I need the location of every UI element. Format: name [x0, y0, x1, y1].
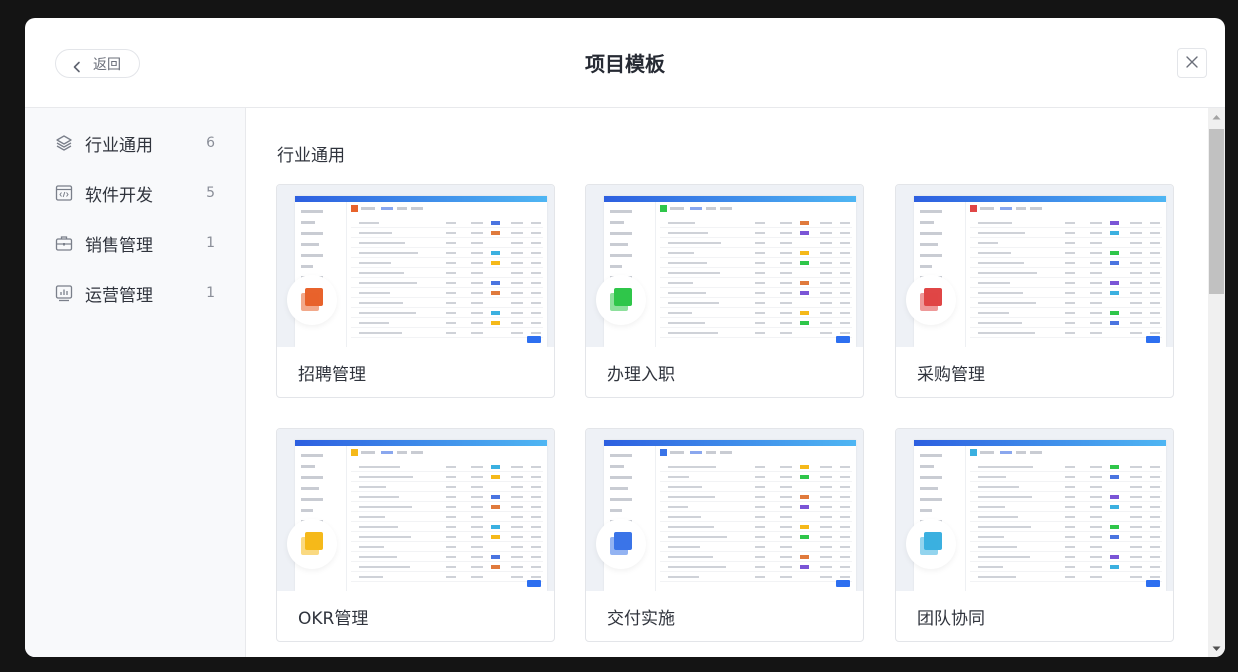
template-preview — [277, 429, 554, 591]
template-preview — [586, 429, 863, 591]
close-icon — [1185, 54, 1199, 73]
template-name: 办理入职 — [607, 365, 675, 385]
project-template-dialog: 返回 项目模板 行业通用 6 软件开发 5 销售管理 — [25, 18, 1225, 657]
template-card[interactable]: OKR管理 — [276, 428, 555, 642]
back-button[interactable]: 返回 — [55, 49, 140, 78]
template-icon — [906, 275, 956, 325]
code-window-icon — [55, 184, 73, 202]
scroll-up-arrow-icon[interactable] — [1208, 108, 1225, 125]
sidebar-item-count: 6 — [206, 135, 215, 151]
template-icon — [596, 519, 646, 569]
back-label: 返回 — [93, 56, 121, 73]
template-icon — [287, 519, 337, 569]
template-icon — [596, 275, 646, 325]
sidebar-item-label: 运营管理 — [85, 285, 153, 306]
bar-chart-icon — [55, 284, 73, 302]
scrollbar-thumb[interactable] — [1209, 129, 1224, 294]
category-sidebar: 行业通用 6 软件开发 5 销售管理 1 运营管理 1 — [25, 108, 246, 657]
dialog-header: 返回 项目模板 — [25, 18, 1225, 108]
template-card[interactable]: 团队协同 — [895, 428, 1174, 642]
preview-screenshot — [604, 440, 856, 591]
template-name: 交付实施 — [607, 609, 675, 629]
sidebar-item-sales[interactable]: 销售管理 1 — [25, 218, 245, 268]
template-icon — [287, 275, 337, 325]
scroll-down-arrow-icon[interactable] — [1208, 640, 1225, 657]
sidebar-item-label: 行业通用 — [85, 135, 153, 156]
preview-screenshot — [295, 440, 547, 591]
sidebar-item-count: 1 — [206, 285, 215, 301]
preview-screenshot — [914, 440, 1166, 591]
template-card[interactable]: 招聘管理 — [276, 184, 555, 398]
template-card[interactable]: 交付实施 — [585, 428, 864, 642]
sidebar-item-industry-general[interactable]: 行业通用 6 — [25, 118, 245, 168]
preview-screenshot — [914, 196, 1166, 347]
template-content: 行业通用 招聘管理 — [246, 108, 1208, 657]
dialog-title: 项目模板 — [585, 52, 665, 76]
template-preview — [896, 185, 1173, 347]
template-preview — [896, 429, 1173, 591]
sidebar-item-label: 软件开发 — [85, 185, 153, 206]
template-name: 采购管理 — [917, 365, 985, 385]
sidebar-item-software-dev[interactable]: 软件开发 5 — [25, 168, 245, 218]
template-icon — [906, 519, 956, 569]
template-card[interactable]: 办理入职 — [585, 184, 864, 398]
sidebar-item-count: 5 — [206, 185, 215, 201]
preview-screenshot — [295, 196, 547, 347]
chevron-left-icon — [71, 58, 83, 72]
template-name: OKR管理 — [298, 609, 369, 629]
preview-screenshot — [604, 196, 856, 347]
briefcase-icon — [55, 234, 73, 252]
template-preview — [277, 185, 554, 347]
template-name: 招聘管理 — [298, 365, 366, 385]
section-title: 行业通用 — [277, 146, 345, 166]
template-preview — [586, 185, 863, 347]
sidebar-item-operations[interactable]: 运营管理 1 — [25, 268, 245, 318]
vertical-scrollbar[interactable] — [1208, 108, 1225, 657]
sidebar-item-count: 1 — [206, 235, 215, 251]
template-name: 团队协同 — [917, 609, 985, 629]
sidebar-item-label: 销售管理 — [85, 235, 153, 256]
layers-icon — [55, 134, 73, 152]
template-card[interactable]: 采购管理 — [895, 184, 1174, 398]
close-button[interactable] — [1177, 48, 1207, 78]
